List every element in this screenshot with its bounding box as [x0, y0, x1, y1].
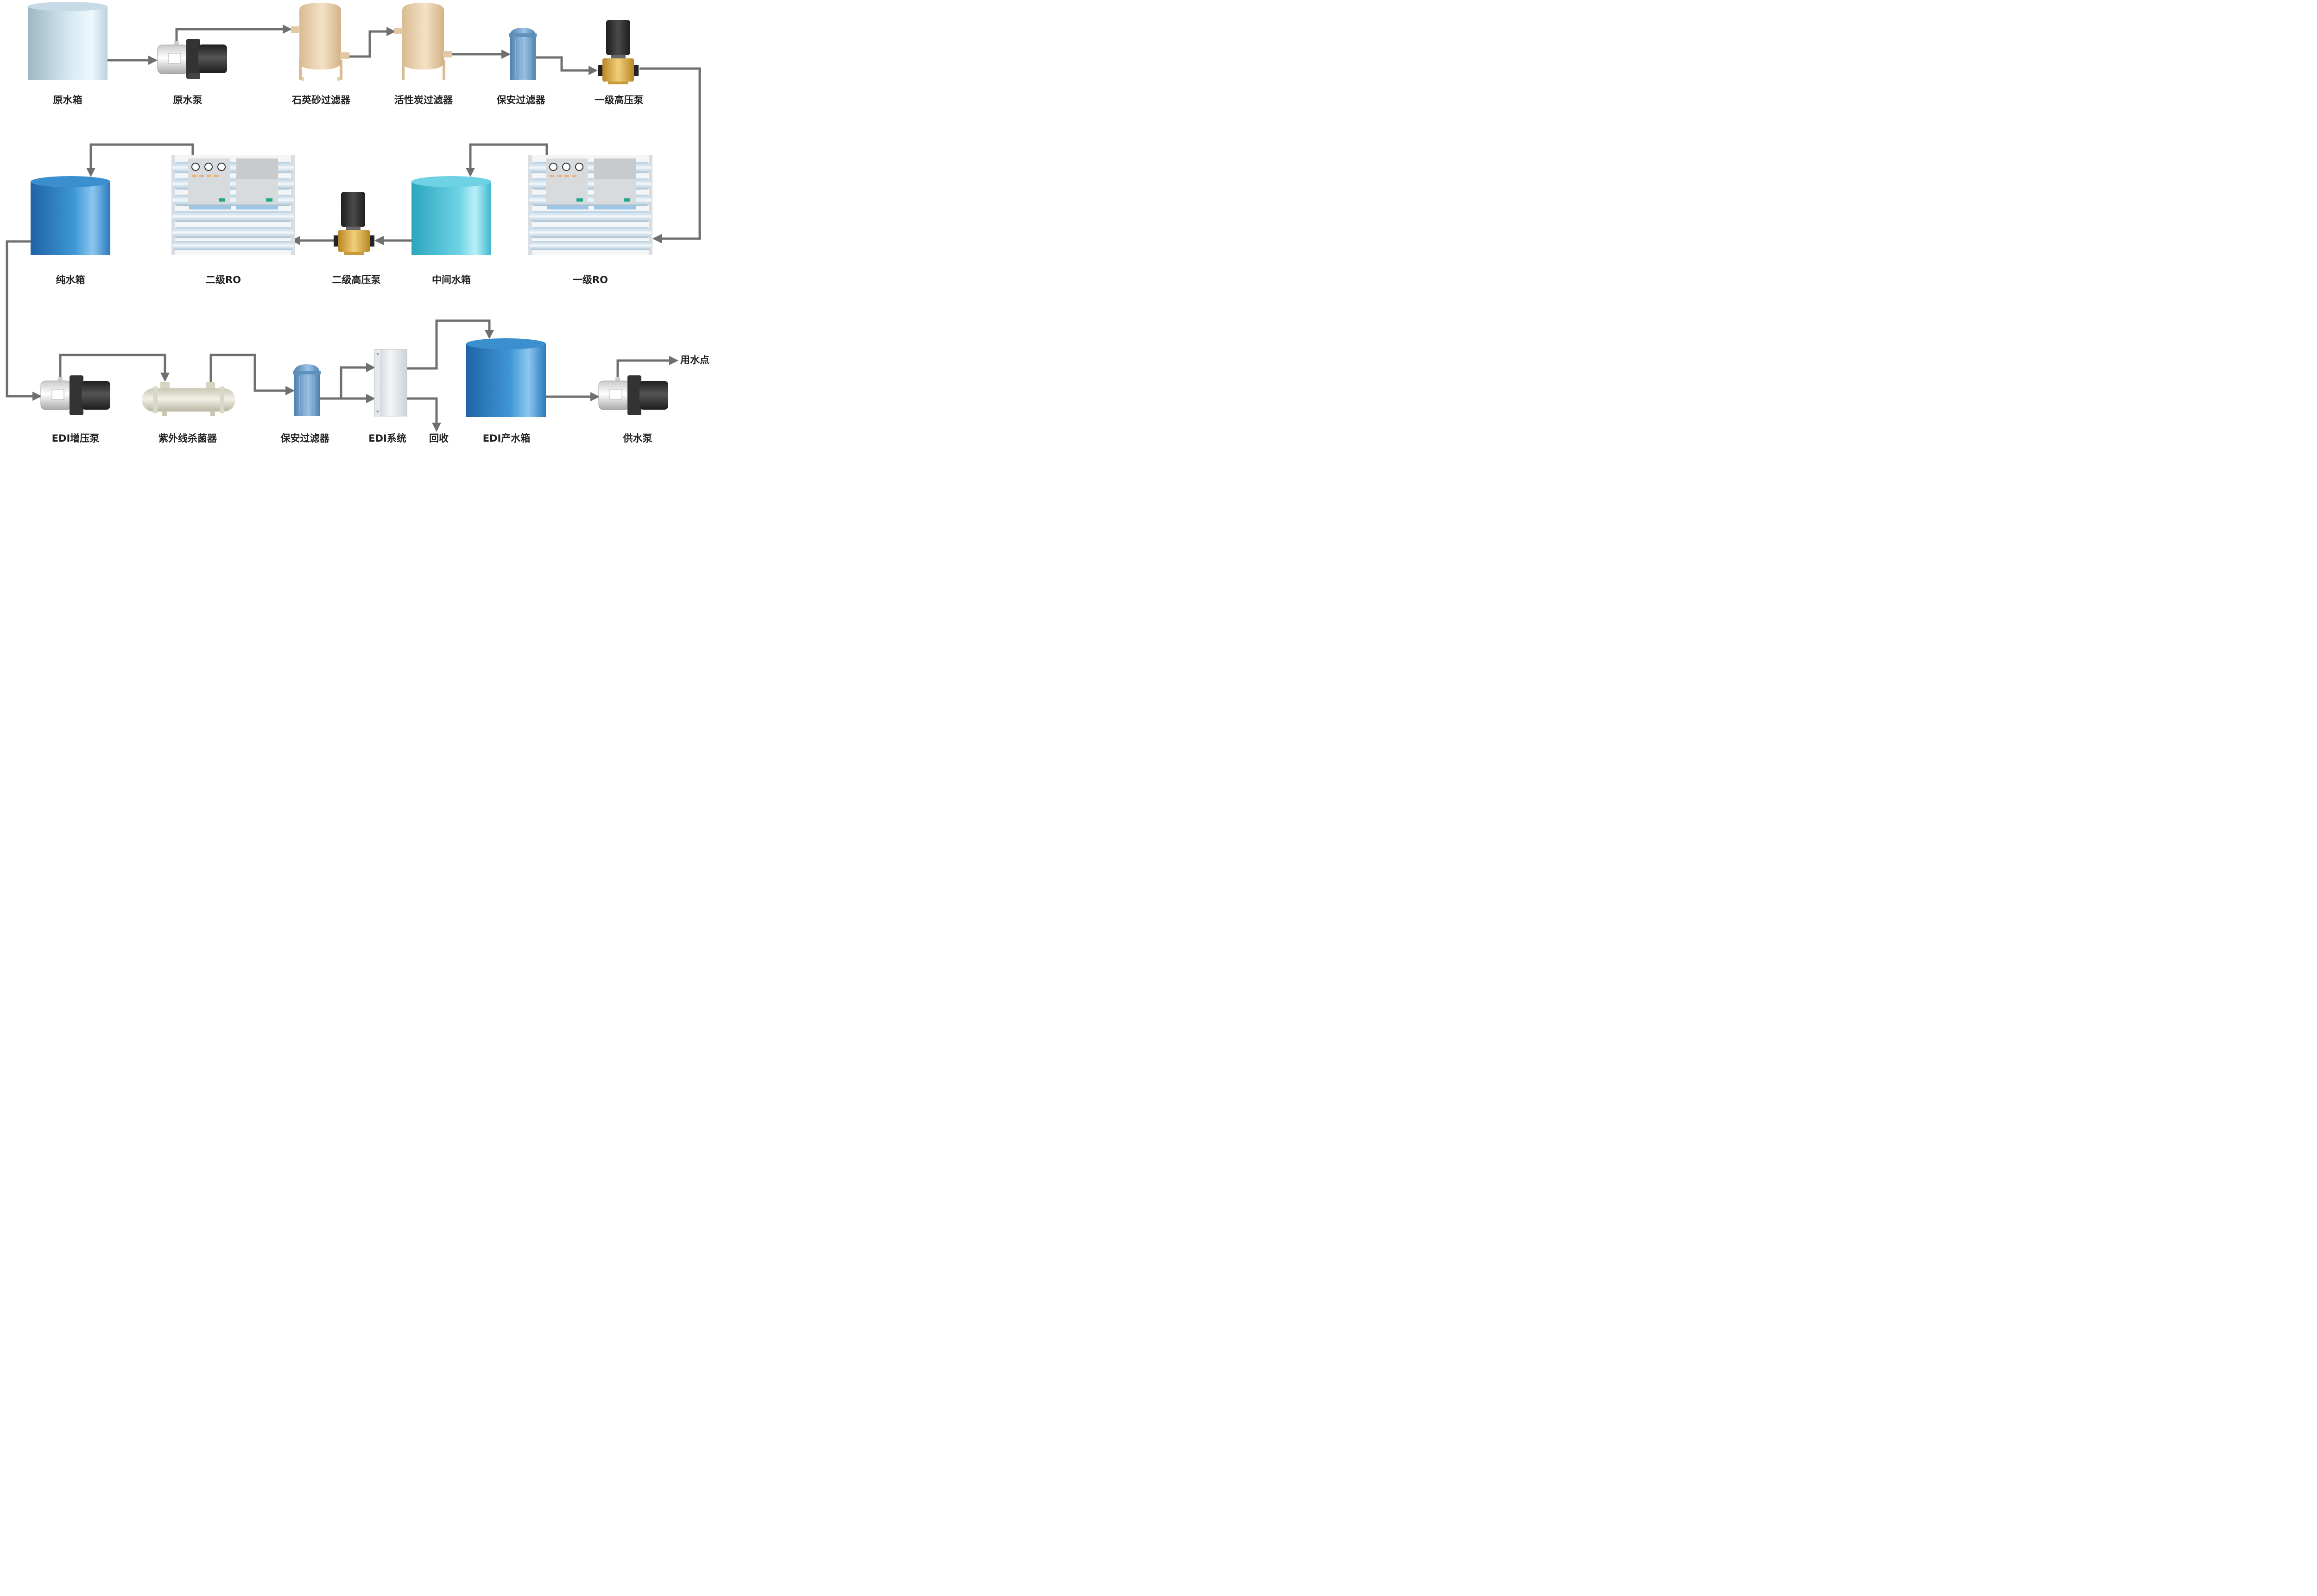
label-edi-booster-pump: EDI增压泵	[51, 433, 100, 444]
water-treatment-process-diagram: 原水箱 原水泵 石英砂过滤器 活性炭过滤器 保安过滤器 一级高压泵 纯水箱 二级…	[0, 0, 716, 446]
label-hp-pump-1: 一级高压泵	[595, 95, 644, 106]
label-edi-tank: EDI产水箱	[482, 433, 531, 444]
pipe-uv-to-security-filter-2	[209, 354, 295, 395]
pipe-edi-to-edi-tank	[407, 319, 494, 370]
carbon-filter-vessel	[394, 3, 452, 80]
pipe-security-filter-2-to-edi-top	[320, 363, 375, 400]
pipe-security-filter-to-hp-pump-1	[536, 56, 598, 75]
label-recycle: 回收	[429, 433, 449, 444]
ro-1-skid	[528, 155, 652, 255]
security-filter-2-vessel	[293, 364, 321, 416]
label-use-point: 用水点	[680, 355, 709, 366]
security-filter-1-vessel	[509, 28, 537, 80]
pipes	[6, 25, 701, 432]
intermediate-water-tank	[411, 176, 491, 255]
label-hp-pump-2: 二级高压泵	[332, 274, 381, 285]
label-raw-pump: 原水泵	[173, 95, 203, 106]
label-edi-system: EDI系统	[368, 433, 406, 444]
label-carbon-filter: 活性炭过滤器	[394, 95, 453, 106]
label-pure-tank: 纯水箱	[56, 274, 85, 285]
label-raw-tank: 原水箱	[53, 95, 82, 106]
label-security-filter-1: 保安过滤器	[496, 95, 545, 106]
supply-pump	[598, 375, 668, 415]
pipe-supply-pump-to-use-point	[616, 356, 678, 380]
pipe-ro-2-to-pure-tank	[86, 143, 194, 177]
pipe-booster-to-uv	[59, 354, 170, 382]
pipe-raw-pump-to-sand-filter	[175, 25, 292, 43]
pipe-pure-tank-to-edi-booster	[6, 240, 42, 401]
edi-module	[374, 349, 407, 417]
raw-water-pump	[157, 39, 227, 79]
label-supply-pump: 供水泵	[623, 433, 652, 444]
pipe-hp-pump-1-to-ro-1	[639, 67, 701, 243]
label-ro-2: 二级RO	[205, 274, 241, 285]
uv-sterilizer	[142, 382, 235, 416]
pure-water-tank	[31, 176, 110, 255]
edi-booster-pump	[40, 375, 110, 415]
high-pressure-pump-2	[334, 192, 374, 255]
label-mid-tank: 中间水箱	[432, 274, 471, 285]
pipe-ro-1-to-mid-tank	[466, 143, 548, 177]
label-sand-filter: 石英砂过滤器	[292, 95, 350, 106]
label-uv-sterilizer: 紫外线杀菌器	[158, 433, 217, 444]
process-flow-canvas	[6, 2, 701, 432]
raw-water-tank	[28, 2, 108, 80]
label-security-filter-2: 保安过滤器	[280, 433, 329, 444]
pipe-edi-to-recycle	[407, 397, 441, 432]
label-ro-1: 一级RO	[572, 274, 608, 285]
high-pressure-pump-1	[598, 20, 639, 84]
ro-2-skid	[171, 155, 295, 255]
edi-product-tank	[466, 338, 546, 417]
sand-filter-vessel	[291, 3, 349, 81]
pipe-sand-to-carbon-filter	[348, 27, 396, 58]
